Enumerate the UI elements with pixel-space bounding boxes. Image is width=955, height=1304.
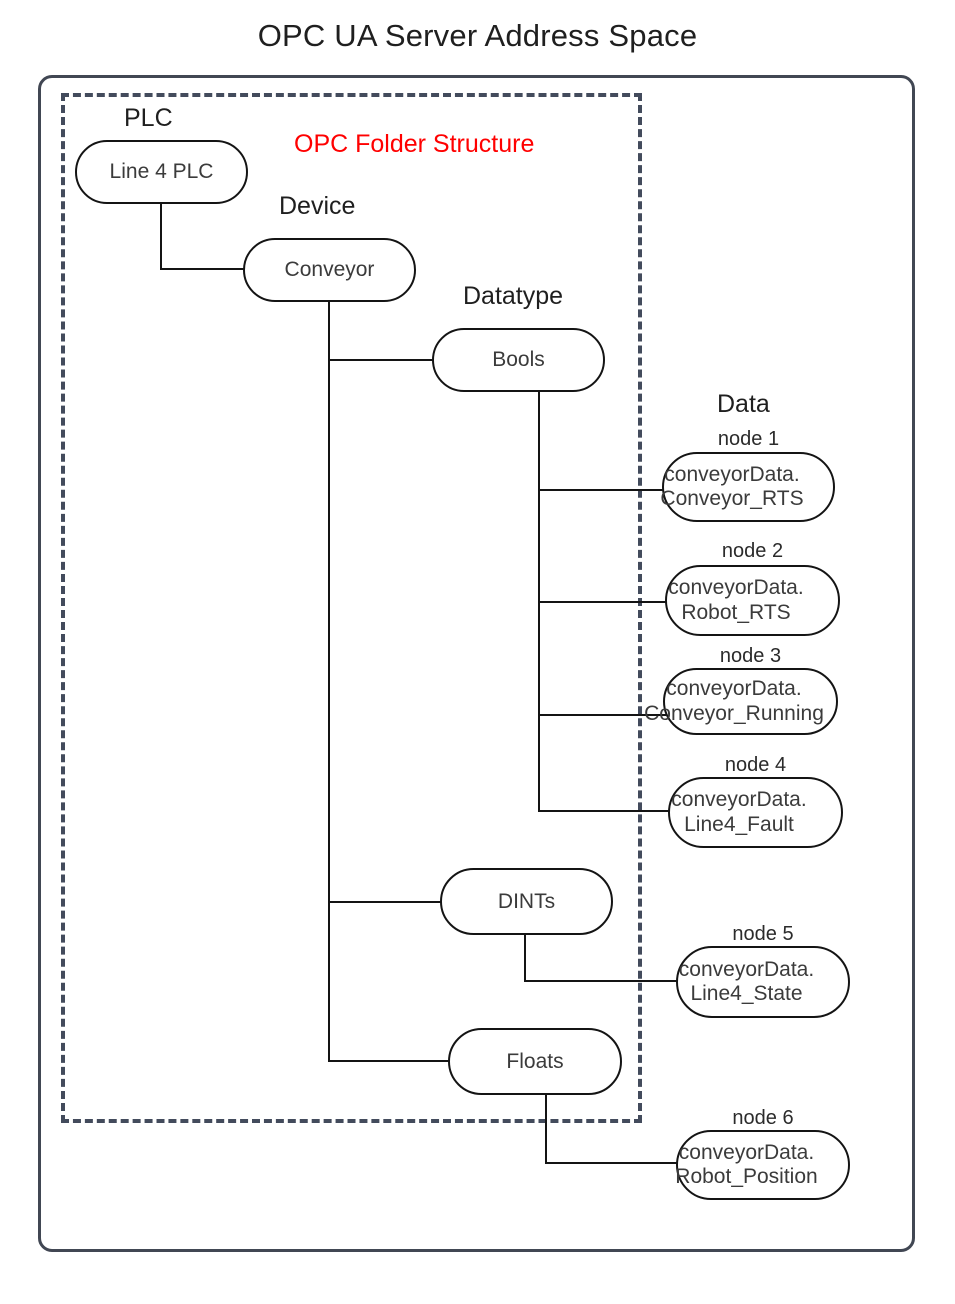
node-bools[interactable]: Bools: [432, 328, 605, 392]
node-caption-2: node 2: [721, 540, 784, 562]
edge-conveyor-trunk: [328, 301, 330, 1061]
data-node-1-line2: Conveyor_RTS: [660, 487, 804, 510]
data-node-5-line1: conveyorData.: [678, 957, 815, 981]
data-node-2[interactable]: conveyorData. Robot_RTS: [665, 565, 840, 636]
node-caption-1: node 1: [717, 428, 780, 450]
data-node-5-line2: Line4_State: [690, 982, 803, 1005]
node-floats[interactable]: Floats: [448, 1028, 622, 1095]
data-node-2-line2: Robot_RTS: [681, 600, 791, 624]
edge-floats-to-node6-vertical: [545, 1094, 547, 1164]
group-label-device: Device: [279, 192, 356, 220]
data-node-3-line1: conveyorData.: [666, 677, 802, 701]
edge-conveyor-to-bools: [328, 359, 434, 361]
group-label-datatype: Datatype: [463, 282, 564, 310]
node-caption-6: node 6: [732, 1107, 794, 1129]
edge-dints-to-node5-horizontal: [524, 980, 680, 982]
node-conveyor-label: Conveyor: [284, 258, 375, 281]
data-node-4[interactable]: conveyorData. Line4_Fault: [668, 777, 843, 848]
node-dints[interactable]: DINTs: [440, 868, 613, 935]
edge-bools-to-node1: [538, 489, 666, 491]
edge-bools-to-node3: [538, 714, 666, 716]
data-node-6[interactable]: conveyorData. Robot_Position: [675, 1130, 850, 1200]
edge-bools-to-node2: [538, 601, 668, 603]
node-conveyor[interactable]: Conveyor: [243, 238, 416, 302]
node-caption-3: node 3: [719, 645, 782, 667]
address-space-frame: [38, 75, 915, 1252]
edge-plc-to-conveyor-vertical: [160, 203, 162, 269]
node-caption-4: node 4: [724, 754, 787, 776]
data-node-1[interactable]: conveyorData. Conveyor_RTS: [660, 452, 835, 522]
data-node-5[interactable]: conveyorData. Line4_State: [676, 946, 850, 1018]
data-node-1-line1: conveyorData.: [664, 462, 800, 486]
edge-bools-to-node4: [538, 810, 670, 812]
node-caption-5: node 5: [732, 923, 794, 945]
data-node-3-line2: Conveyor_Running: [644, 701, 824, 725]
edge-floats-to-node6-horizontal: [545, 1162, 680, 1164]
page-title: OPC UA Server Address Space: [257, 18, 698, 53]
group-label-data: Data: [717, 390, 770, 418]
edge-conveyor-to-floats: [328, 1060, 450, 1062]
node-line-4-plc-label: Line 4 PLC: [109, 160, 214, 183]
data-node-2-line1: conveyorData.: [668, 576, 804, 600]
opc-folder-structure-label: OPC Folder Structure: [294, 130, 535, 158]
node-dints-label: DINTs: [497, 889, 556, 913]
node-floats-label: Floats: [506, 1049, 564, 1073]
node-bools-label: Bools: [492, 348, 545, 371]
data-node-3[interactable]: conveyorData. Conveyor_Running: [644, 668, 838, 735]
edge-plc-to-conveyor-horizontal: [160, 268, 245, 270]
group-label-plc: PLC: [124, 104, 173, 132]
data-node-4-line2: Line4_Fault: [684, 812, 794, 836]
edge-dints-to-node5-vertical: [524, 934, 526, 982]
opc-folder-structure-region: [61, 93, 642, 1123]
edge-conveyor-to-dints: [328, 901, 442, 903]
data-node-6-line2: Robot_Position: [675, 1165, 818, 1188]
data-node-6-line1: conveyorData.: [678, 1140, 815, 1164]
data-node-4-line1: conveyorData.: [671, 788, 807, 812]
node-line-4-plc[interactable]: Line 4 PLC: [75, 140, 248, 204]
